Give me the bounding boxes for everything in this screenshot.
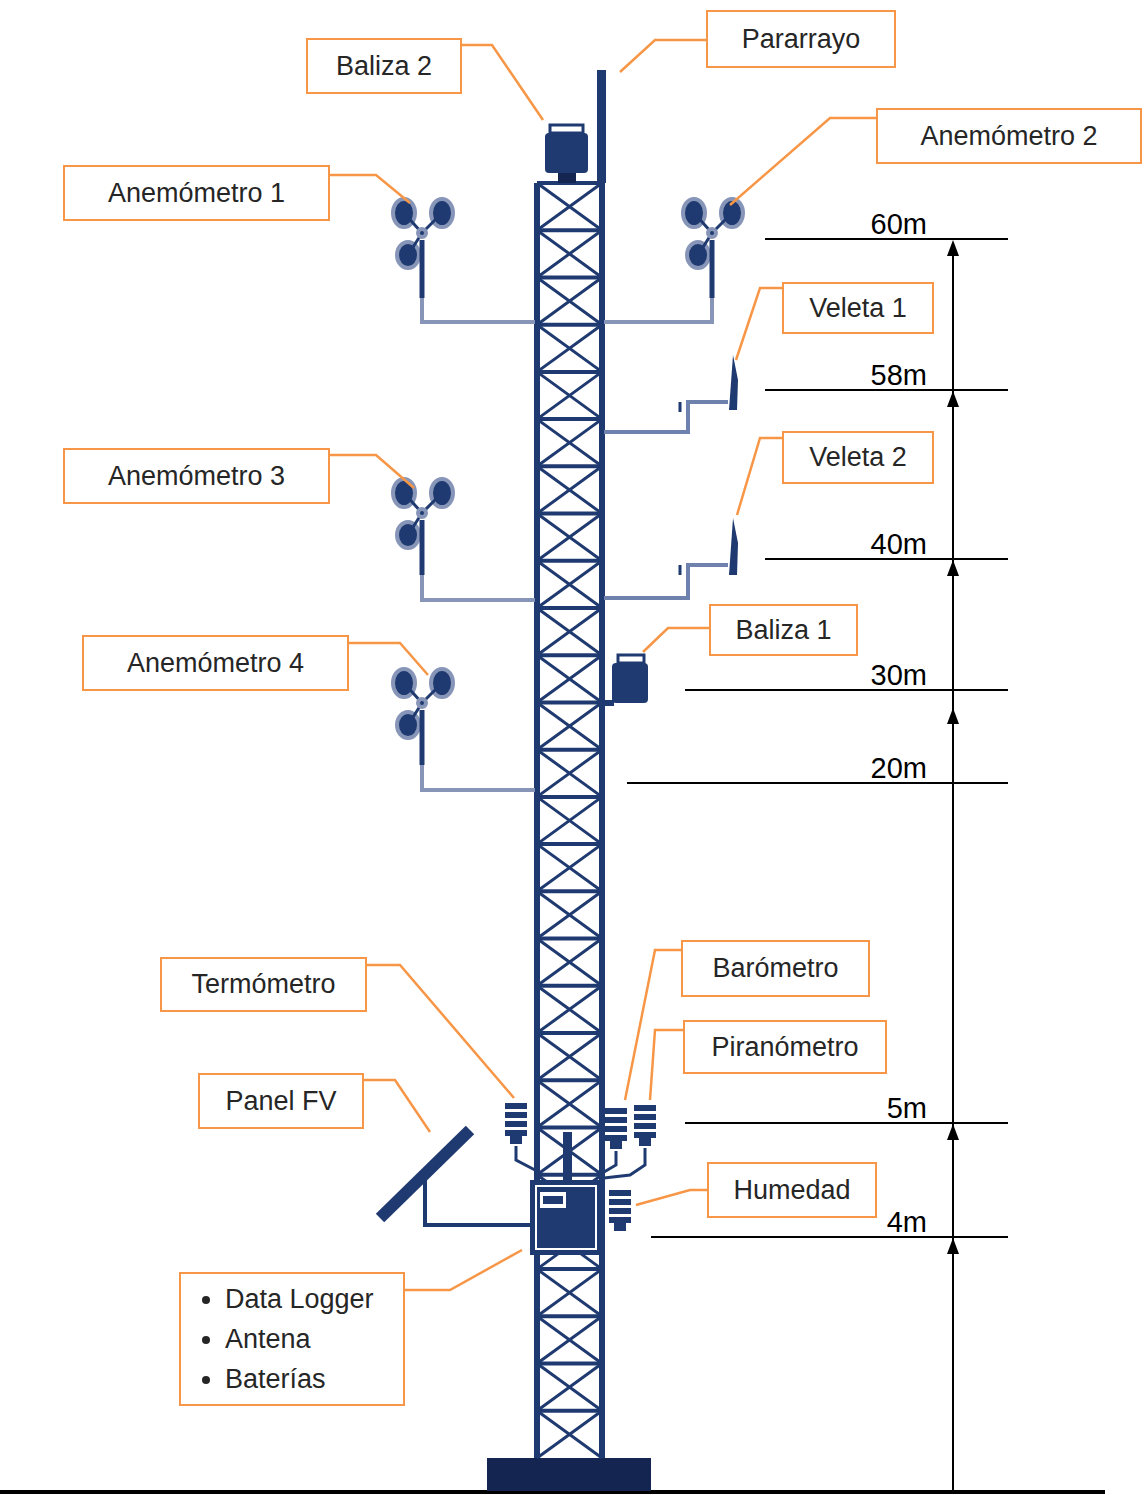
label-text: Barómetro (712, 953, 838, 984)
label-box: Panel FV (198, 1073, 364, 1129)
wind-vane-symbol (604, 355, 738, 598)
label-box: Veleta 2 (782, 431, 934, 484)
tower-leg (599, 183, 605, 1458)
sensor-cable (516, 1146, 645, 1178)
label-text: Baliza 2 (336, 51, 432, 82)
label-box: Piranómetro (683, 1020, 887, 1074)
anemometer-stem (422, 240, 712, 765)
label-box: Baliza 2 (306, 38, 462, 94)
dimension-line (627, 239, 1008, 1490)
height-label: 20m (871, 752, 927, 785)
data-logger-box (530, 1132, 602, 1255)
label-box: Humedad (707, 1162, 877, 1218)
height-label: 5m (887, 1092, 927, 1125)
label-box: Data LoggerAntenaBaterías (179, 1272, 405, 1406)
bullet-list: Data LoggerAntenaBaterías (195, 1279, 374, 1399)
beacon-symbol (545, 125, 588, 183)
tower-lattice (537, 183, 602, 1458)
height-label: 60m (871, 208, 927, 241)
height-label: 40m (871, 528, 927, 561)
list-item: Data Logger (225, 1279, 374, 1319)
tower-leg (534, 183, 540, 1458)
lightning-rod (597, 70, 606, 183)
label-box: Termómetro (160, 957, 367, 1012)
label-text: Panel FV (225, 1086, 336, 1117)
pv-panel-symbol (380, 1130, 530, 1225)
label-box: Anemómetro 2 (876, 108, 1142, 164)
label-text: Anemómetro 2 (920, 121, 1097, 152)
height-label: 30m (871, 659, 927, 692)
leader-line (330, 40, 876, 1290)
label-box: Pararrayo (706, 10, 896, 68)
height-label: 58m (871, 359, 927, 392)
height-label: 4m (887, 1206, 927, 1239)
label-text: Anemómetro 1 (108, 178, 285, 209)
label-box: Veleta 1 (782, 282, 934, 334)
label-box: Anemómetro 4 (82, 635, 349, 691)
label-text: Veleta 2 (809, 442, 907, 473)
tower-base (487, 1458, 651, 1491)
list-item: Antena (225, 1319, 374, 1359)
dimension-arrowhead (947, 240, 959, 1254)
label-text: Veleta 1 (809, 293, 907, 324)
beacon-symbol (604, 655, 648, 706)
label-text: Anemómetro 3 (108, 461, 285, 492)
label-text: Termómetro (191, 969, 335, 1000)
label-text: Pararrayo (742, 24, 861, 55)
label-text: Baliza 1 (735, 615, 831, 646)
anemometer-symbol (393, 199, 743, 790)
label-box: Barómetro (681, 940, 870, 997)
label-box: Baliza 1 (709, 604, 858, 656)
label-text: Humedad (733, 1175, 850, 1206)
label-box: Anemómetro 3 (63, 448, 330, 504)
list-item: Baterías (225, 1359, 374, 1399)
label-box: Anemómetro 1 (63, 165, 330, 221)
label-text: Piranómetro (711, 1032, 858, 1063)
label-text: Anemómetro 4 (127, 648, 304, 679)
